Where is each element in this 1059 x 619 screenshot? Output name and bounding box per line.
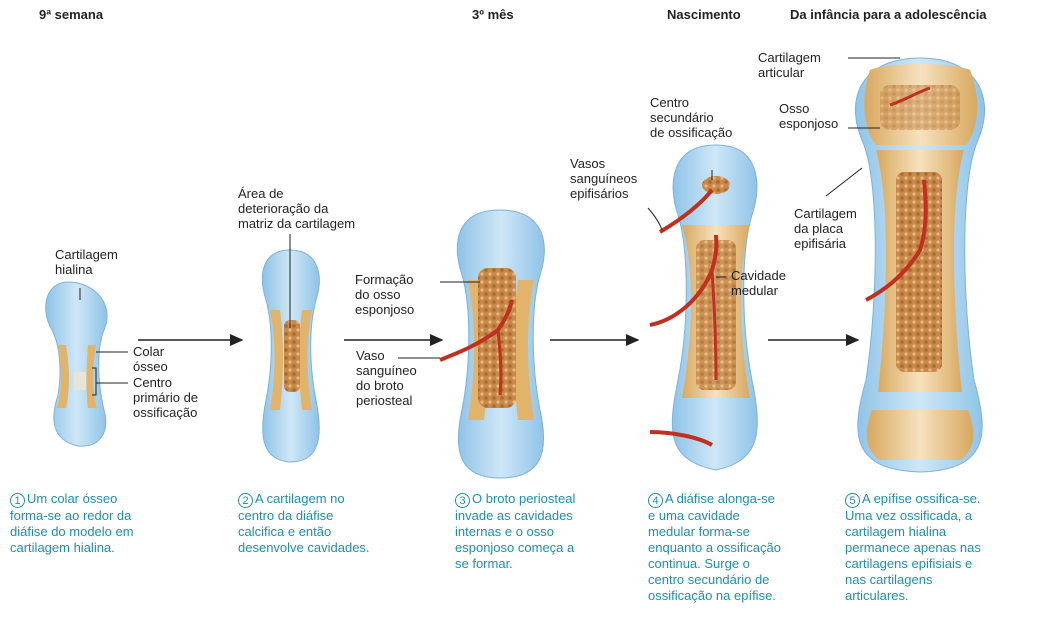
label-colar-osseo: Colar ósseo	[133, 344, 168, 374]
stage-5-bone	[855, 58, 984, 472]
caption-3: 3O broto periosteal invade as cavidades …	[455, 491, 640, 572]
label-centro-primario: Centro primário de ossificação	[133, 375, 198, 420]
stage-3-bone	[440, 210, 544, 478]
step-4-badge: 4	[648, 493, 663, 508]
label-formacao-osso: Formação do osso esponjoso	[355, 272, 414, 317]
header-9-semana: 9ª semana	[39, 7, 103, 22]
label-cavidade-medular: Cavidade medular	[731, 268, 786, 298]
stage-4-bone	[650, 145, 757, 470]
caption-3-text: O broto periosteal invade as cavidades i…	[455, 491, 575, 571]
caption-5: 5A epífise ossifica-se. Uma vez ossifica…	[845, 491, 1045, 604]
header-3-mes: 3º mês	[472, 7, 514, 22]
label-cartilagem-articular: Cartilagem articular	[758, 50, 821, 80]
caption-5-text: A epífise ossifica-se. Uma vez ossificad…	[845, 491, 981, 603]
caption-4: 4A diáfise alonga-se e uma cavidade medu…	[648, 491, 833, 604]
step-3-badge: 3	[455, 493, 470, 508]
label-centro-secundario: Centro secundário de ossificação	[650, 95, 732, 140]
caption-1: 1Um colar ósseo forma-se ao redor da diá…	[10, 491, 210, 556]
caption-2: 2A cartilagem no centro da diáfise calci…	[238, 491, 428, 556]
label-vasos-epifisarios: Vasos sanguíneos epifisários	[570, 156, 637, 201]
label-osso-esponjoso: Osso esponjoso	[779, 101, 838, 131]
header-nascimento: Nascimento	[667, 7, 741, 22]
header-infancia-adolescencia: Da infância para a adolescência	[790, 7, 987, 22]
label-cartilagem-placa: Cartilagem da placa epifisária	[794, 206, 857, 251]
step-1-badge: 1	[10, 493, 25, 508]
caption-2-text: A cartilagem no centro da diáfise calcif…	[238, 491, 370, 555]
label-cartilagem-hialina: Cartilagem hialina	[55, 247, 118, 277]
step-2-badge: 2	[238, 493, 253, 508]
caption-1-text: Um colar ósseo forma-se ao redor da diáf…	[10, 491, 134, 555]
stage-2-bone	[262, 250, 319, 462]
stage-1-bone	[46, 282, 107, 446]
caption-4-text: A diáfise alonga-se e uma cavidade medul…	[648, 491, 781, 603]
label-area-deterioracao: Área de deterioração da matriz da cartil…	[238, 186, 355, 231]
label-vaso-sanguineo: Vaso sanguíneo do broto periosteal	[356, 348, 417, 408]
step-5-badge: 5	[845, 493, 860, 508]
